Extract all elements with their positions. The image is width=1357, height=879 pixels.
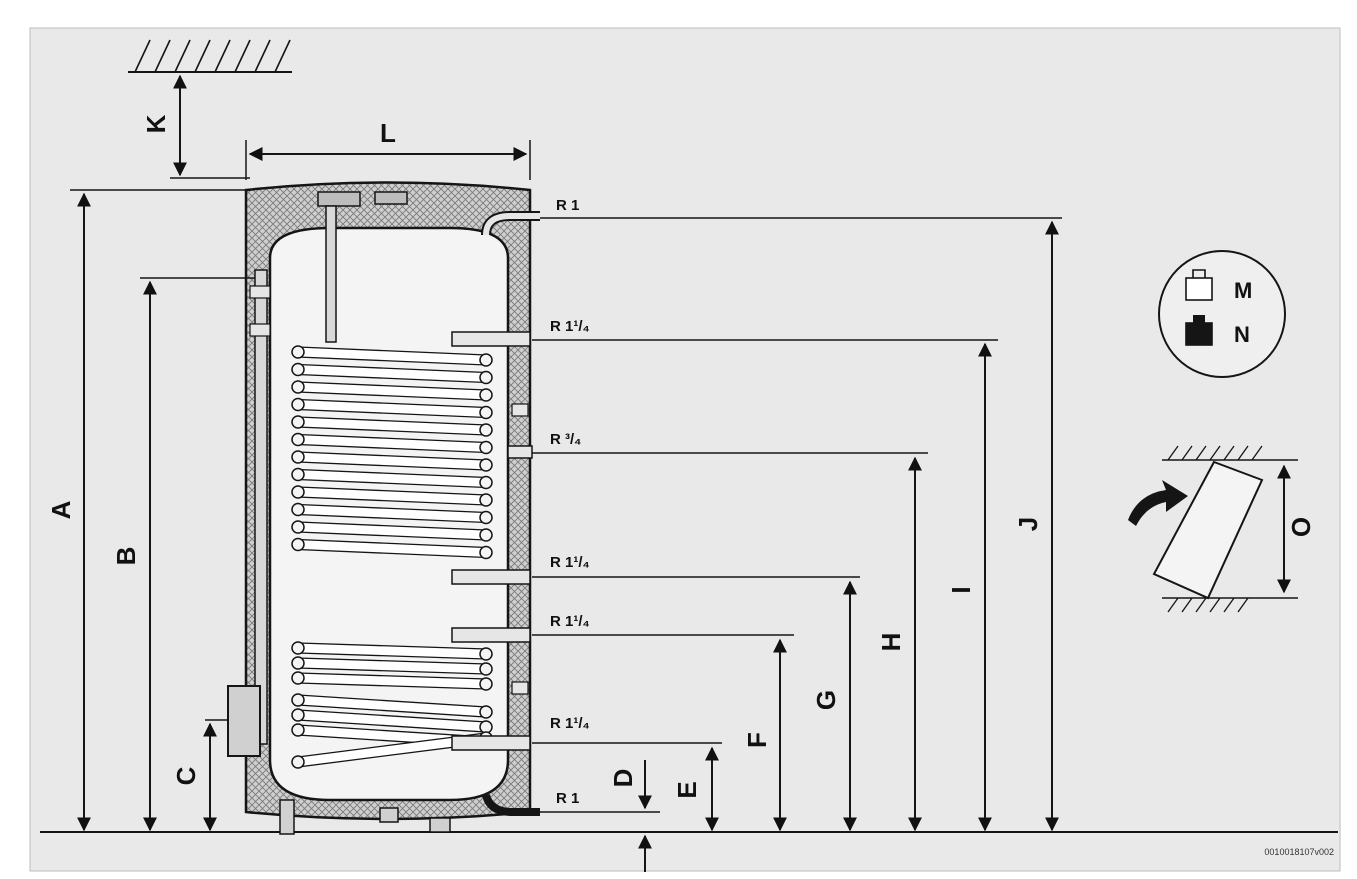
legend-label-n: N: [1234, 322, 1250, 347]
coil-turn: [291, 755, 305, 769]
coil-turn: [479, 440, 493, 455]
coil-turn: [291, 345, 305, 359]
dim-label-k: K: [141, 114, 171, 133]
dim-label-g: G: [811, 690, 841, 710]
coil-turn: [291, 362, 305, 377]
conn-label-coil1-in: R 1¹/₄: [550, 318, 590, 335]
conn-label-top: R 1: [556, 197, 579, 214]
coil-turn: [291, 432, 305, 447]
coil-turn: [479, 405, 493, 420]
dim-label-o: O: [1286, 517, 1316, 537]
drawing-code: 0010018107v002: [1264, 847, 1334, 857]
conn-label-mid: R ³/₄: [550, 431, 581, 448]
dim-label-c: C: [171, 766, 201, 785]
coil-turn: [291, 723, 305, 737]
weight-legend: M N: [1158, 250, 1286, 378]
coil-turn: [479, 528, 493, 542]
dim-label-j: J: [1013, 517, 1043, 531]
connection-pipes: [249, 211, 540, 816]
conn-label-coil1-out: R 1¹/₄: [550, 554, 590, 571]
coil-turn: [479, 475, 493, 490]
coil-turn: [479, 705, 493, 719]
coil-turn: [479, 353, 493, 367]
coil-turn: [291, 415, 305, 429]
dim-label-i: I: [946, 586, 976, 593]
dim-label-a: A: [46, 500, 76, 519]
coil-turn: [479, 545, 493, 560]
conn-label-bottom: R 1: [556, 790, 579, 807]
coil-turn: [291, 397, 305, 412]
dim-label-b: B: [111, 547, 141, 566]
coil-turn: [479, 493, 493, 507]
drawing-frame: [29, 27, 1341, 872]
coil-turn: [291, 485, 305, 499]
empty-weight-icon: [1185, 269, 1213, 301]
dim-label-e: E: [672, 781, 702, 798]
dimension-letters: A B C D E F G H I J K L O: [46, 114, 1316, 798]
coil-turn: [479, 423, 493, 437]
coil-turn: [291, 693, 305, 707]
coil-turn: [291, 380, 305, 394]
coil-turn: [291, 450, 305, 464]
conn-label-coil2-in: R 1¹/₄: [550, 613, 590, 630]
reference-lines: [70, 140, 1062, 813]
dim-label-d: D: [608, 769, 638, 788]
connection-labels: R 1 R 1¹/₄ R ³/₄ R 1¹/₄ R 1¹/₄ R 1¹/₄ R …: [550, 197, 590, 807]
dim-label-l: L: [380, 118, 396, 148]
coil-turn: [291, 641, 305, 655]
coil-turn: [479, 388, 493, 402]
legend-label-m: M: [1234, 278, 1252, 303]
conn-label-coil2-out: R 1¹/₄: [550, 715, 590, 732]
full-weight-icon: [1185, 315, 1213, 346]
coil-turn: [479, 647, 493, 661]
ceiling-hatch: [128, 39, 292, 73]
coil-turn: [479, 370, 493, 385]
coil-turn: [291, 520, 305, 534]
upper-heat-exchanger-coil: [291, 345, 493, 560]
dimension-arrows: [77, 74, 1059, 872]
coil-turn: [291, 656, 305, 670]
tilt-height-diagram: [1128, 445, 1298, 613]
dim-label-f: F: [742, 732, 772, 748]
coil-turn: [479, 458, 493, 472]
coil-turn: [479, 677, 493, 691]
tilt-arrow-icon: [1128, 480, 1188, 526]
coil-turn: [479, 720, 493, 734]
coil-turn: [479, 510, 493, 525]
coil-turn: [291, 537, 305, 552]
coil-turn: [291, 708, 305, 722]
coil-turn: [291, 502, 305, 517]
dim-label-h: H: [876, 633, 906, 652]
coil-turn: [291, 671, 305, 685]
coil-turn: [291, 467, 305, 482]
coil-turn: [479, 662, 493, 676]
